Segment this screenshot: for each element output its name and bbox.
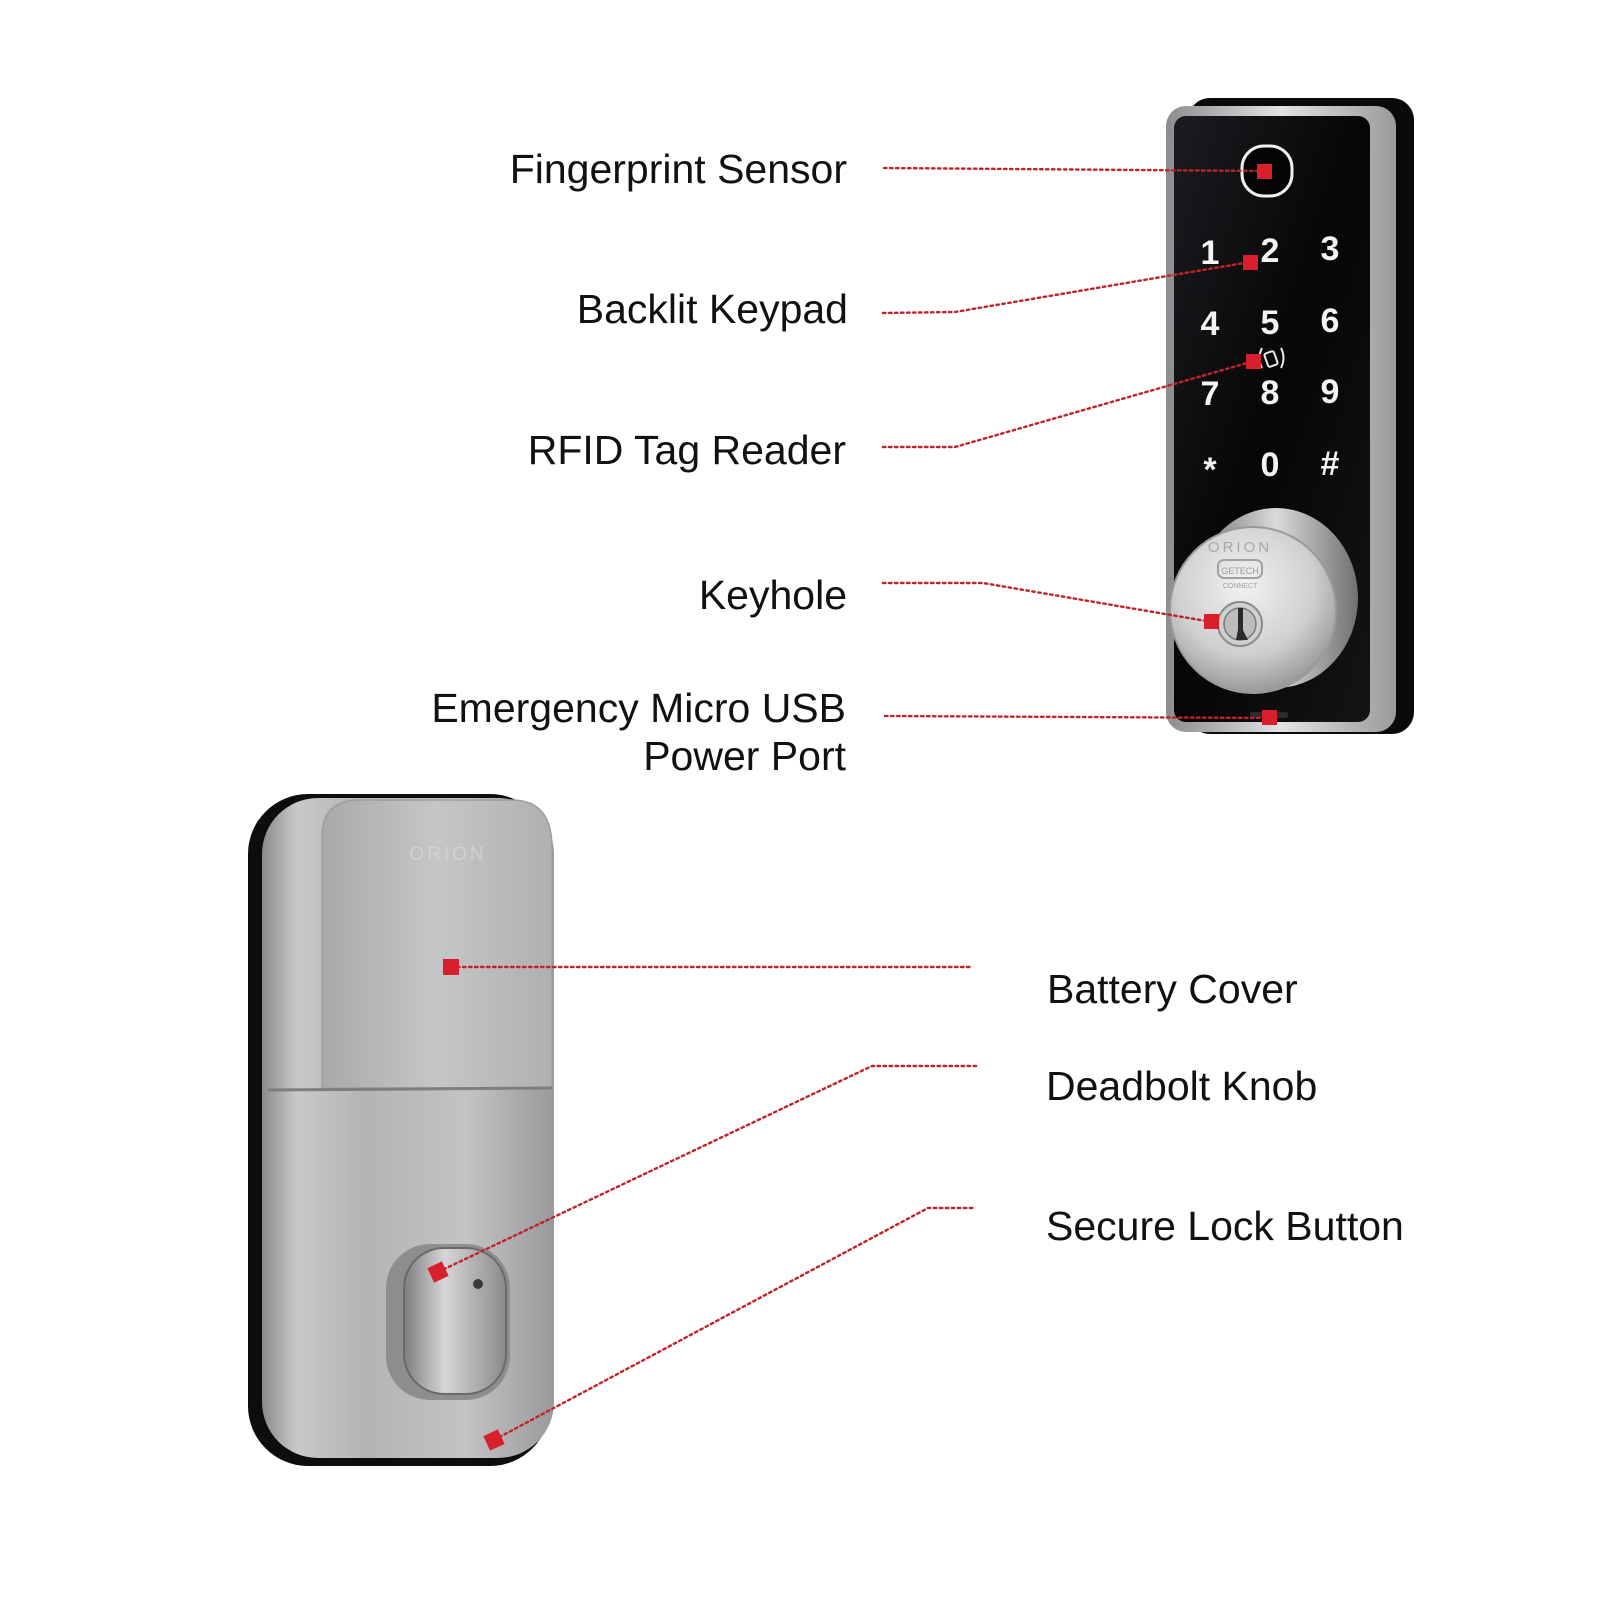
rfid-icon: [1258, 347, 1285, 369]
label-usb-port-line1: Emergency Micro USB: [431, 685, 846, 731]
marker-battery-cover: [443, 959, 459, 975]
connect-badge: [1217, 559, 1263, 579]
marker-deadbolt-knob: [427, 1261, 449, 1283]
exterior-keypad-unit: 1 2 3 4 5 6 7 8 9 * 0 # ORION GETECH CON…: [1166, 98, 1414, 734]
key-4[interactable]: 4: [1201, 305, 1220, 343]
interior-logo: ORION: [409, 844, 486, 865]
marker-fingerprint-sensor: [1257, 164, 1272, 179]
key-1[interactable]: 1: [1201, 234, 1220, 272]
cylinder-logo: ORION: [1208, 539, 1272, 556]
label-secure-lock-button: Secure Lock Button: [1046, 1203, 1404, 1249]
connect-badge-subtext: CONNECT: [1223, 583, 1258, 590]
leader-lines: [436, 166, 1271, 1442]
key-star[interactable]: *: [1203, 451, 1217, 489]
connect-badge-text: GETECH: [1221, 566, 1259, 576]
key-8[interactable]: 8: [1261, 374, 1280, 412]
callout-markers: [427, 164, 1277, 1451]
key-7[interactable]: 7: [1201, 375, 1220, 413]
leader-deadbolt-knob: [436, 1064, 979, 1274]
leader-keyhole: [881, 581, 1214, 624]
label-rfid-tag-reader: RFID Tag Reader: [528, 427, 846, 473]
keyhole[interactable]: [1217, 601, 1263, 647]
interior-unit: ORION: [248, 794, 554, 1466]
marker-backlit-keypad: [1243, 255, 1258, 270]
key-2[interactable]: 2: [1261, 232, 1280, 270]
label-fingerprint-sensor: Fingerprint Sensor: [510, 146, 847, 192]
label-backlit-keypad: Backlit Keypad: [577, 286, 848, 332]
key-0[interactable]: 0: [1261, 446, 1280, 484]
battery-cover[interactable]: [321, 799, 553, 1089]
marker-secure-lock-button: [483, 1429, 505, 1451]
leader-usb-port: [883, 714, 1271, 720]
leader-backlit-keypad: [881, 260, 1252, 315]
marker-rfid-tag-reader: [1246, 354, 1261, 369]
key-6[interactable]: 6: [1321, 302, 1340, 340]
label-battery-cover: Battery Cover: [1047, 966, 1298, 1012]
key-5[interactable]: 5: [1261, 304, 1280, 342]
label-usb-port-line2: Power Port: [643, 733, 846, 779]
secure-lock-button[interactable]: [473, 1279, 483, 1289]
leader-secure-lock-button: [492, 1206, 977, 1442]
cover-seam: [267, 1086, 553, 1092]
key-hash[interactable]: #: [1321, 445, 1340, 483]
key-3[interactable]: 3: [1321, 230, 1340, 268]
label-deadbolt-knob: Deadbolt Knob: [1046, 1063, 1317, 1109]
leader-rfid-tag-reader: [881, 359, 1256, 449]
marker-usb-port: [1262, 710, 1277, 725]
callout-labels: Fingerprint Sensor Backlit Keypad RFID T…: [431, 146, 1404, 1249]
deadbolt-knob[interactable]: [403, 1247, 507, 1395]
keypad-keys: 1 2 3 4 5 6 7 8 9 * 0 #: [1201, 230, 1340, 489]
leader-fingerprint-sensor: [882, 166, 1266, 173]
label-keyhole: Keyhole: [699, 572, 847, 618]
cylinder-assembly: ORION GETECH CONNECT: [1169, 508, 1358, 694]
marker-keyhole: [1204, 614, 1219, 629]
key-9[interactable]: 9: [1321, 373, 1340, 411]
